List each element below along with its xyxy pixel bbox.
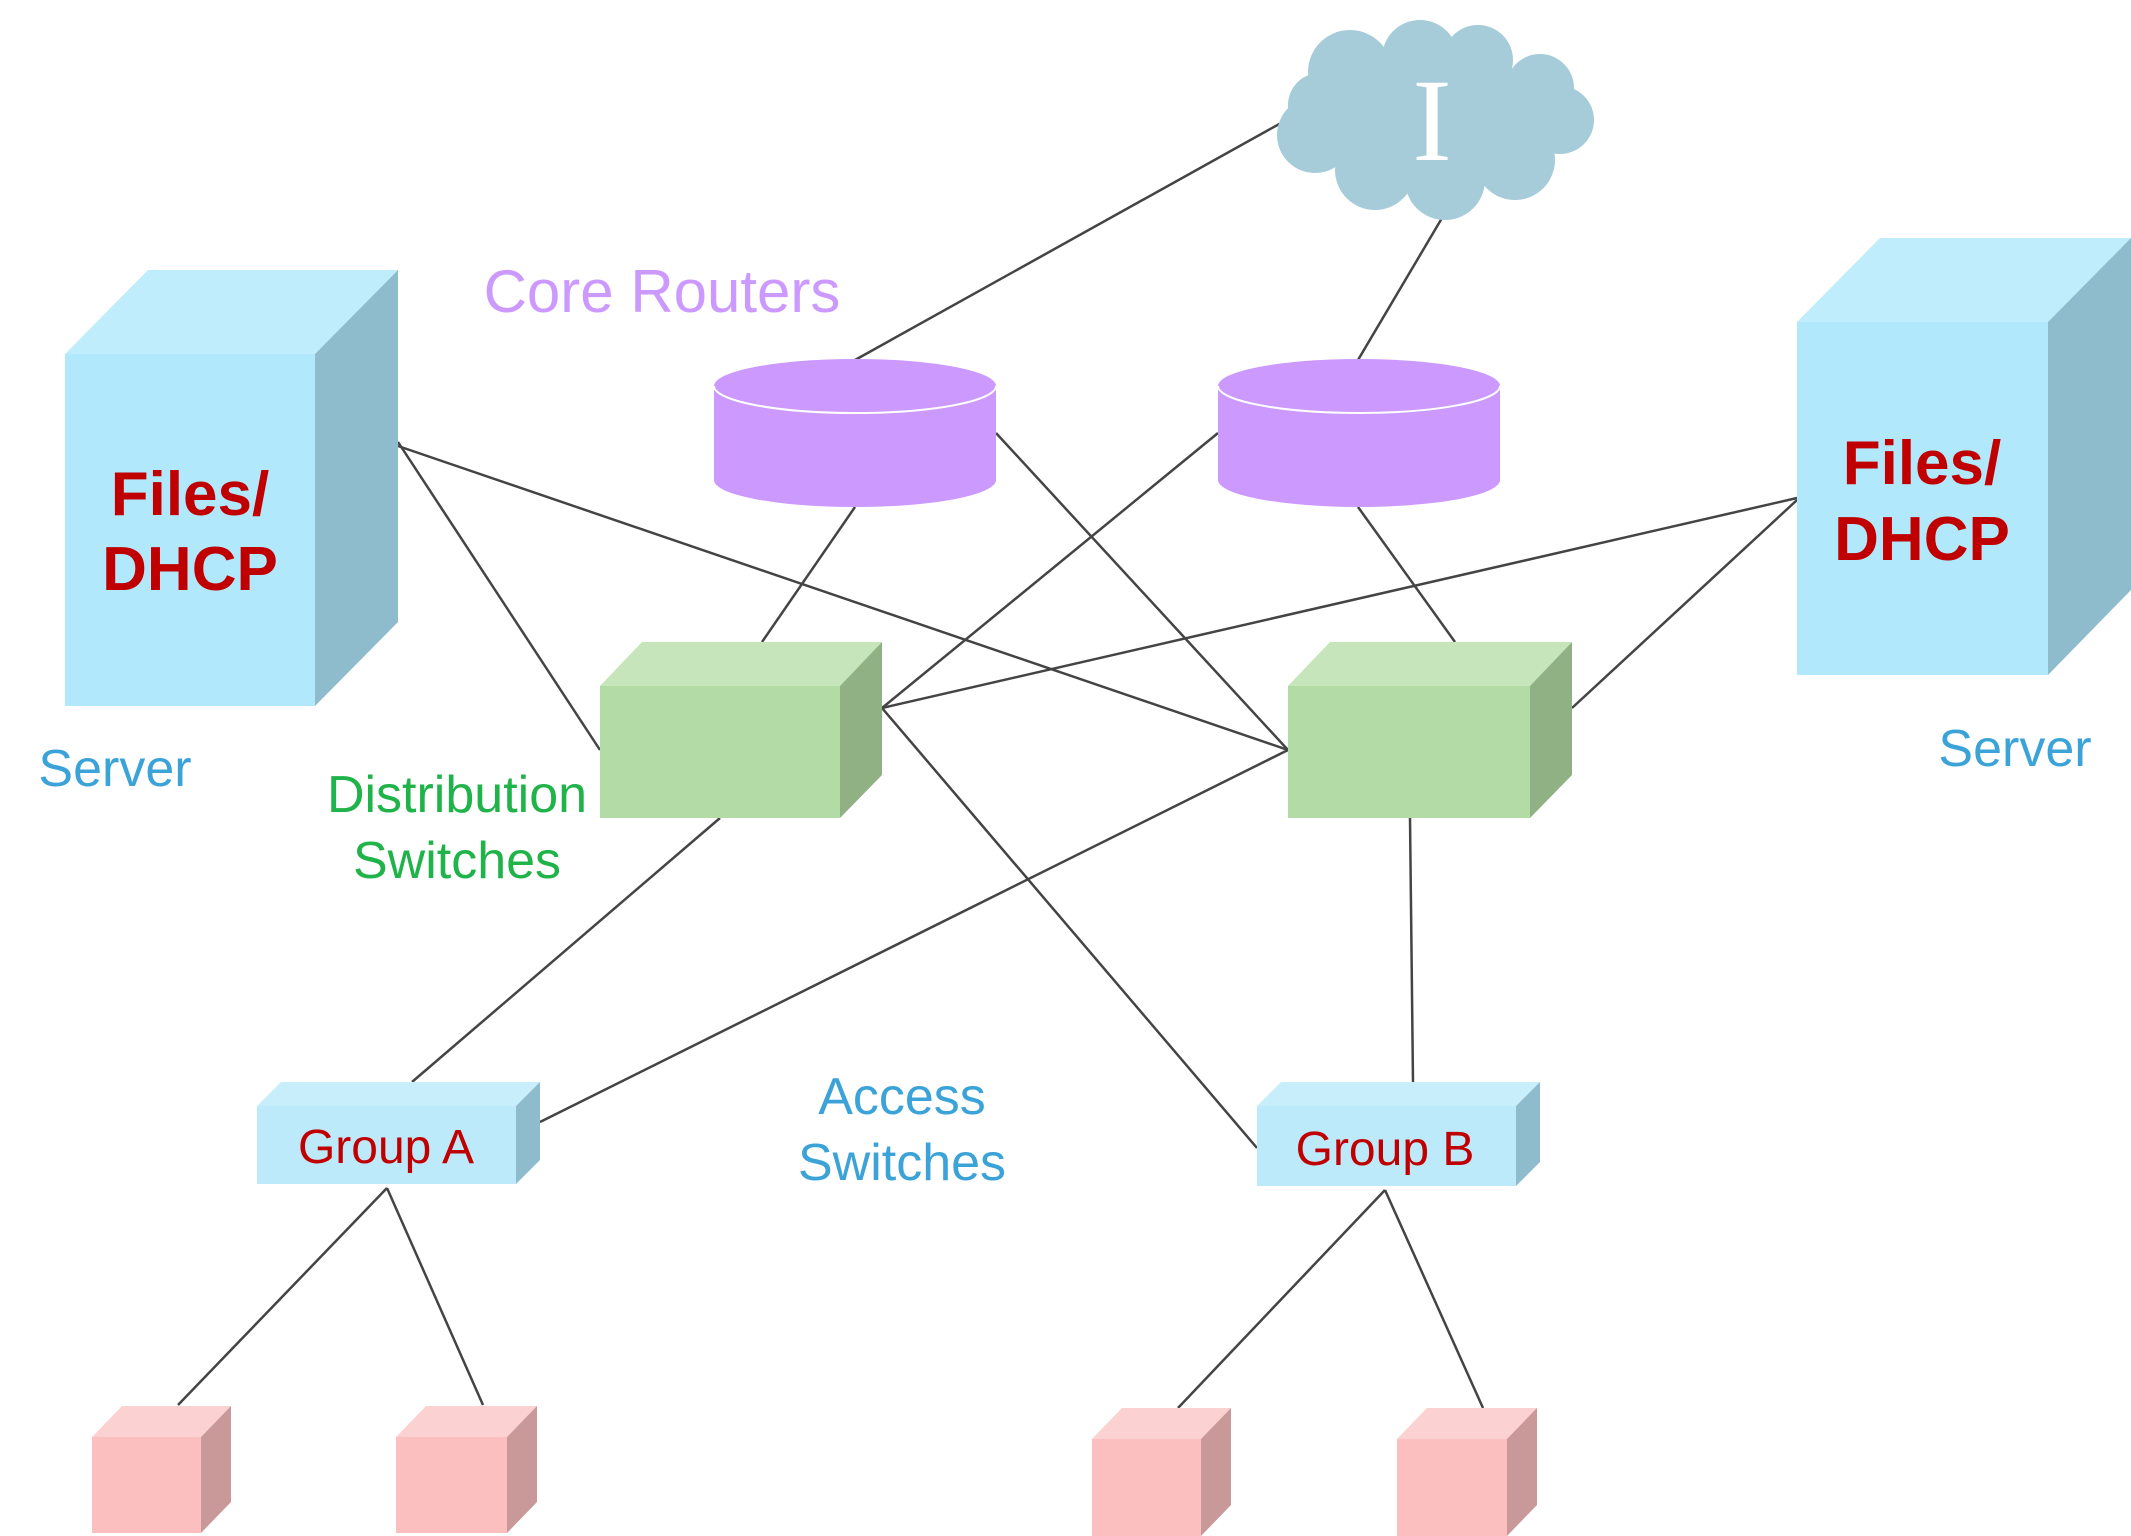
- link-router-right-dist-right: [1356, 506, 1457, 643]
- end-host-4: [1397, 1408, 1537, 1536]
- link-internet-router-left: [854, 116, 1291, 362]
- connection-lines: [177, 116, 1798, 1409]
- access-label-line2: Switches: [798, 1134, 1006, 1192]
- server-left: Files/ DHCP: [65, 270, 398, 706]
- distribution-switch-right: [1288, 642, 1572, 818]
- link-dist-left-group-a: [411, 817, 721, 1083]
- link-router-right-dist-left: [881, 432, 1219, 709]
- core-routers-label: Core Routers: [484, 258, 841, 325]
- access-switch-group-b: Group B: [1257, 1082, 1540, 1186]
- link-router-left-dist-left: [760, 506, 857, 643]
- link-group-b-host-3: [1177, 1189, 1386, 1409]
- link-dist-right-group-a: [539, 748, 1289, 1124]
- link-group-b-host-4: [1383, 1189, 1485, 1409]
- link-dist-left-group-b: [881, 707, 1258, 1149]
- link-server-right-dist-left: [881, 496, 1798, 710]
- distribution-label-line1: Distribution: [327, 766, 587, 824]
- access-switch-group-a: Group A: [257, 1082, 540, 1184]
- link-server-left-dist-right: [397, 444, 1289, 752]
- distribution-label-line2: Switches: [353, 832, 561, 890]
- link-dist-right-group-b: [1408, 817, 1415, 1083]
- server-left-line1: Files/: [111, 460, 270, 529]
- link-internet-router-right: [1356, 217, 1444, 361]
- core-router-right: [1217, 359, 1501, 507]
- server-right-line2: DHCP: [1834, 505, 2010, 574]
- end-host-1: [92, 1406, 231, 1533]
- core-router-left: [713, 359, 997, 507]
- server-right: Files/ DHCP: [1797, 238, 2131, 675]
- server-left-label: Server: [38, 740, 191, 798]
- link-server-right-dist-right: [1571, 499, 1798, 709]
- link-router-left-dist-right: [995, 432, 1289, 751]
- distribution-switch-left: [600, 642, 882, 818]
- link-group-a-host-1: [177, 1187, 388, 1406]
- link-group-a-host-2: [385, 1187, 485, 1406]
- cloud-icon: [1277, 20, 1594, 220]
- server-right-line1: Files/: [1843, 429, 2002, 498]
- end-host-2: [396, 1406, 537, 1533]
- internet-label: I: [1412, 55, 1451, 186]
- link-server-left-dist-left: [396, 441, 602, 751]
- end-host-3: [1092, 1408, 1231, 1536]
- server-right-label: Server: [1938, 720, 2091, 778]
- group-b-label: Group B: [1296, 1123, 1475, 1176]
- server-left-line2: DHCP: [102, 535, 278, 604]
- group-a-label: Group A: [298, 1121, 474, 1174]
- internet-cloud: I: [1277, 20, 1594, 220]
- access-label-line1: Access: [818, 1068, 986, 1126]
